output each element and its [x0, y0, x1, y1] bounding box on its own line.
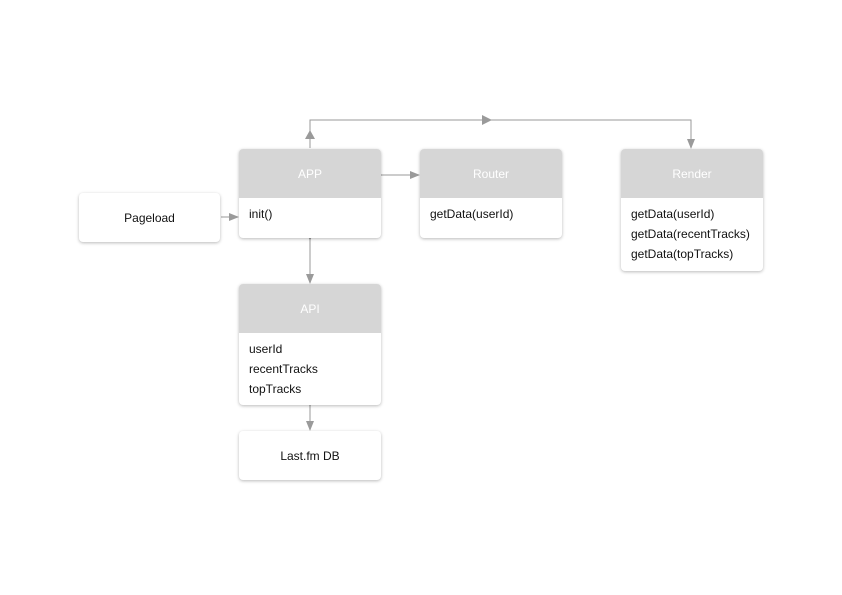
- node-api[interactable]: API userId recentTracks topTracks: [239, 284, 381, 405]
- arrow-mid-right-icon: [482, 115, 492, 125]
- node-pageload-label: Pageload: [124, 210, 175, 225]
- node-api-item: topTracks: [249, 382, 302, 396]
- node-api-title: API: [239, 284, 381, 333]
- node-api-item: userId: [249, 342, 283, 356]
- node-lastfm-db[interactable]: Last.fm DB: [239, 431, 381, 480]
- node-render-item: getData(recentTracks): [631, 227, 750, 241]
- node-router-title: Router: [420, 149, 562, 198]
- node-router[interactable]: Router getData(userId): [420, 149, 562, 238]
- node-app-body: init(): [239, 198, 381, 226]
- edge-app-render: [309, 119, 695, 149]
- node-render[interactable]: Render getData(userId) getData(recentTra…: [621, 149, 763, 271]
- node-api-body: userId recentTracks topTracks: [239, 333, 381, 401]
- node-api-item: recentTracks: [249, 362, 318, 376]
- node-lastfm-db-label: Last.fm DB: [280, 448, 340, 463]
- node-render-item: getData(userId): [631, 207, 715, 221]
- node-router-item: getData(userId): [430, 207, 514, 221]
- node-app-item: init(): [249, 207, 273, 221]
- node-render-item: getData(topTracks): [631, 247, 734, 261]
- node-router-body: getData(userId): [420, 198, 562, 226]
- node-render-title: Render: [621, 149, 763, 198]
- arrow-app-up-icon: [305, 130, 315, 139]
- node-render-body: getData(userId) getData(recentTracks) ge…: [621, 198, 763, 266]
- node-app[interactable]: APP init(): [239, 149, 381, 238]
- node-app-title: APP: [239, 149, 381, 198]
- node-pageload[interactable]: Pageload: [79, 193, 220, 242]
